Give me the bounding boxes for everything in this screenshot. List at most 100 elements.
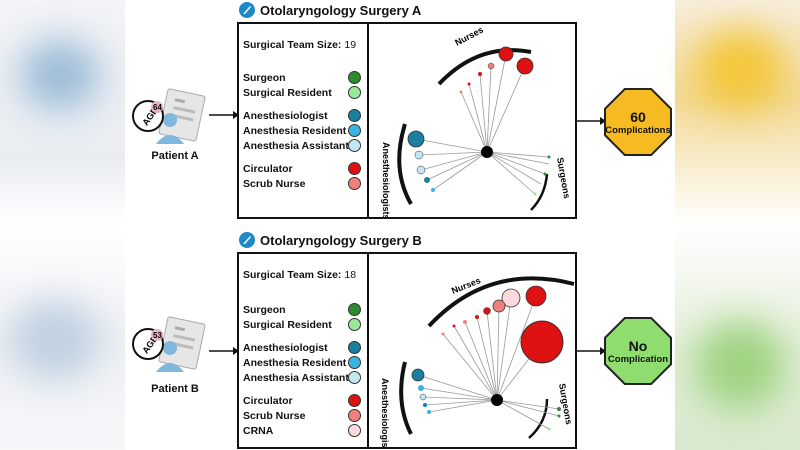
anesthesia-assistant-node [416,165,426,175]
legend-swatch [348,394,361,407]
outcome-a-badge: 60 Complications [606,90,670,154]
arrow [576,347,606,355]
legend-swatch [348,303,361,316]
team-size: Surgical Team Size: 19 [243,39,356,51]
legend-anesthesia-assistant: Anesthesia Assistant [243,371,367,385]
legend-scrub-nurse: Scrub Nurse [243,409,367,423]
anesthesia-resident-node [427,410,431,414]
anesthesiologist-node [407,130,425,148]
legend-swatch [348,371,361,384]
legend-label: Anesthesia Assistant [243,372,349,384]
circulator-node [525,285,547,307]
blur-blob [695,320,785,410]
surgeon-node [547,155,551,159]
anesthesiologist-node [411,368,425,382]
team-size: Surgical Team Size: 18 [243,269,356,281]
anesthesia-assistant-node [419,393,427,401]
outcome-a-count: 60 [630,108,646,125]
legend-surgical-resident: Surgical Resident [243,318,367,332]
circulator-node [483,307,491,315]
legend-label: Anesthesia Assistant [243,140,349,152]
panel-b-title-text: Otolaryngology Surgery B [260,232,422,248]
blur-blob [695,30,785,110]
legend-swatch [348,318,361,331]
legend-label: Surgeon [243,72,286,84]
legend-label: Scrub Nurse [243,178,306,190]
legend-swatch [348,86,361,99]
legend-label: Surgical Resident [243,87,332,99]
legend-anesthesiologist: Anesthesiologist [243,341,367,355]
legend-label: Anesthesiologist [243,342,328,354]
scrub-nurse-node [487,62,495,70]
panel-a-box: Surgical Team Size: 19 Surgeon Surgical … [237,22,577,219]
arrow [576,117,606,125]
circulator-node [478,72,482,76]
scalpel-icon [239,232,255,248]
circulator-node [475,315,479,319]
nurses-arc [437,48,532,86]
legend-circulator: Circulator [243,162,367,176]
legend-label: CRNA [243,425,274,437]
legend-surgeon: Surgeon [243,71,367,85]
outcome-a-text: Complications [605,124,671,136]
circulator-node [520,320,564,364]
legend-swatch [348,424,361,437]
anesthesiologists-arc [399,361,413,435]
arrow [209,111,239,119]
left-background [0,0,125,450]
panel-b-title: Otolaryngology Surgery B [239,232,422,248]
panel-a-network: Nurses Anesthesiologists Surgeons [381,25,572,217]
legend-swatch [348,71,361,84]
blur-blob [10,300,100,380]
panel-b-box: Surgical Team Size: 18 Surgeon Surgical … [237,252,577,449]
panel-b-network: Nurses Anesthesiologists Surgeons [380,275,575,447]
legend-swatch [348,356,361,369]
nurses-label: Nurses [453,25,485,48]
panel-a-legend: Surgical Team Size: 19 Surgeon Surgical … [239,24,369,217]
arrow [209,347,239,355]
legend-label: Anesthesia Resident [243,357,347,369]
panel-a-title: Otolaryngology Surgery A [239,2,421,18]
panel-a-title-text: Otolaryngology Surgery A [260,2,422,18]
legend-swatch [348,139,361,152]
anesthesia-resident-node [431,188,435,192]
anesthesiologist-node [423,403,427,407]
nurses-label: Nurses [450,275,482,296]
circulator-node [467,82,471,86]
circulator-node [498,46,514,62]
age-value: 64 [153,103,162,112]
legend-label: Circulator [243,395,293,407]
patient-center-node [481,146,493,158]
surgeons-label: Surgeons [555,157,572,200]
surgical-resident-node [533,192,537,196]
edges [417,295,560,430]
person-icon [163,113,177,127]
legend-circulator: Circulator [243,394,367,408]
team-size-value: 19 [344,39,357,51]
outcome-b-text: Complication [607,353,669,365]
blur-blob [20,40,100,110]
crna-node [501,288,521,308]
patient-b-graphic: AGE 53 [132,316,206,372]
edges [415,53,550,195]
team-size-label: Surgical Team Size: [243,39,342,51]
team-size-label: Surgical Team Size: [243,269,342,281]
age-value: 53 [153,331,162,340]
legend-label: Surgical Resident [243,319,332,331]
outcome-b-headline: No [628,337,648,354]
patient-center-node [491,394,503,406]
anesthesia-assistant-node [414,150,424,160]
scrub-nurse-node [463,320,467,324]
right-background [675,0,800,450]
nurses-arc [427,276,575,328]
legend-swatch [348,124,361,137]
anesthesiologists-label: Anesthesiologists [380,378,390,447]
legend-swatch [348,162,361,175]
legend-label: Surgeon [243,304,286,316]
team-size-value: 18 [344,269,357,281]
surgeon-node [557,414,561,418]
legend-anesthesia-resident: Anesthesia Resident [243,124,367,138]
anesthesiologist-node [424,177,430,183]
legend-label: Scrub Nurse [243,410,306,422]
legend-label: Anesthesiologist [243,110,328,122]
